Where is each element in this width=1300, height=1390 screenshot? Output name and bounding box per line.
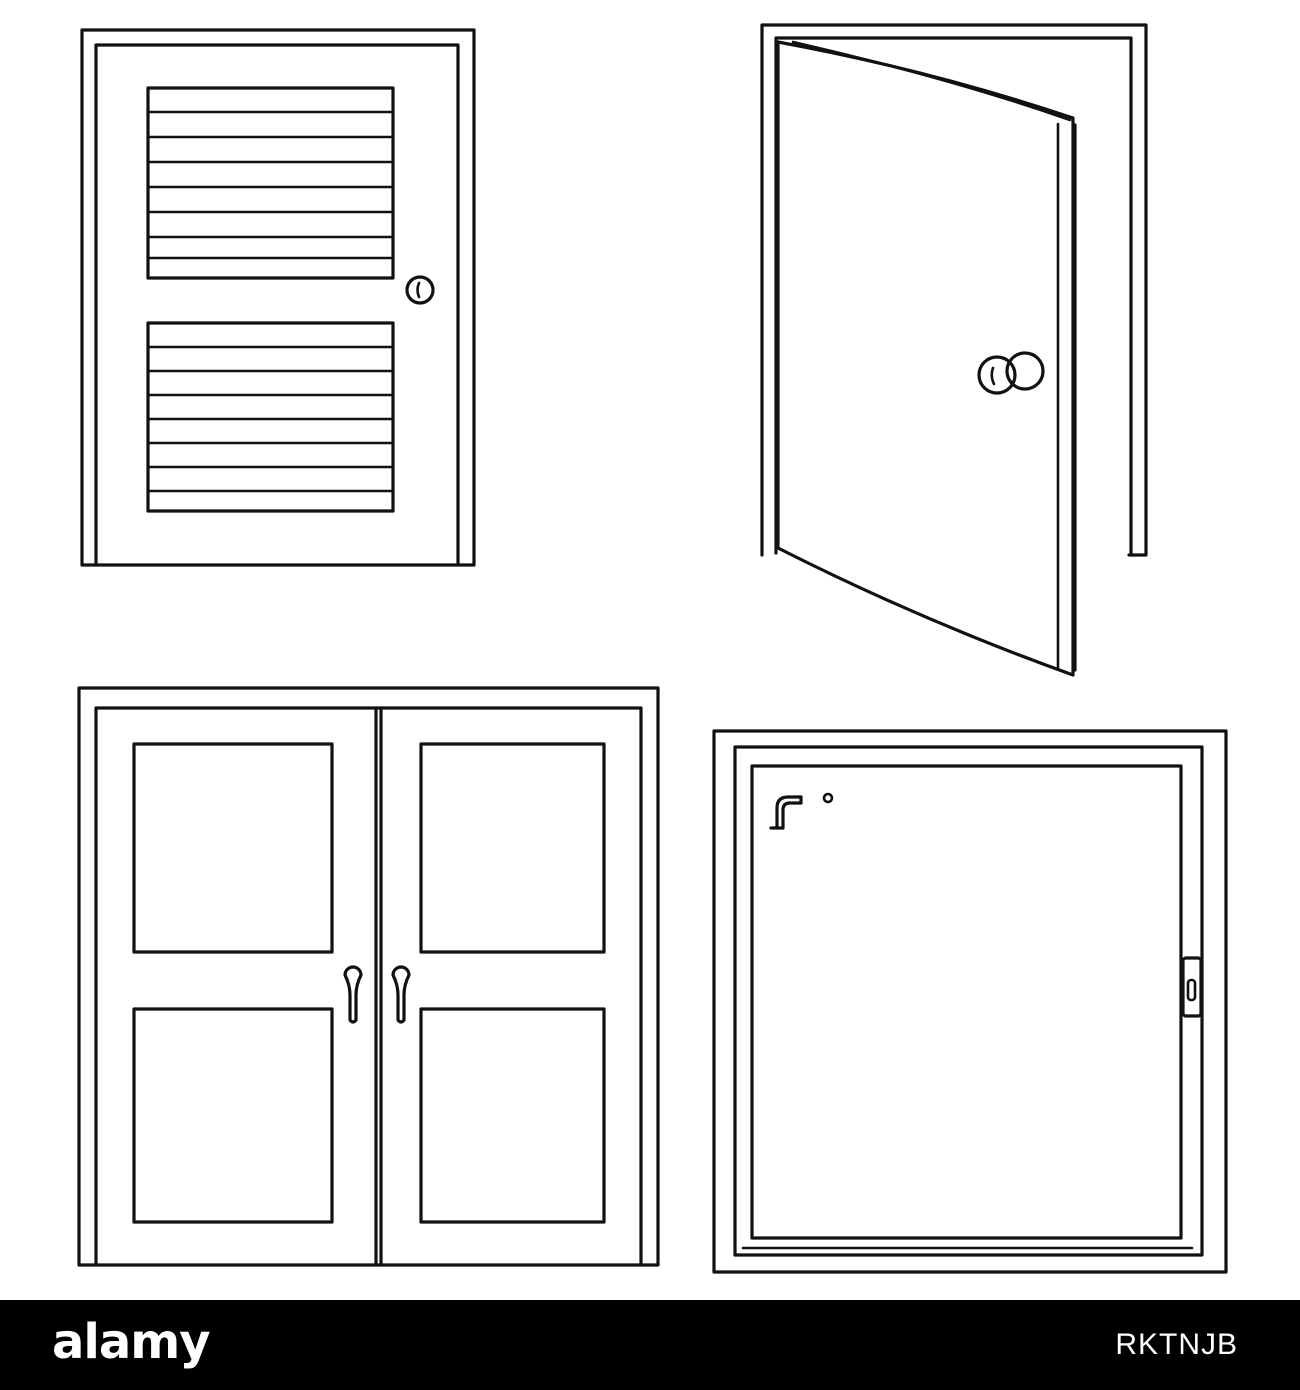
- watermark-footer: alamy RKTNJB: [0, 1300, 1300, 1390]
- illustration-canvas: [77, 23, 1228, 1274]
- image-code: RKTNJB: [1115, 1328, 1238, 1361]
- louvered-door-icon: [80, 28, 476, 567]
- double-door-icon: [77, 686, 660, 1267]
- open-door-icon: [760, 23, 1148, 677]
- window-icon: [712, 729, 1228, 1274]
- brand-logo: alamy: [52, 1314, 211, 1370]
